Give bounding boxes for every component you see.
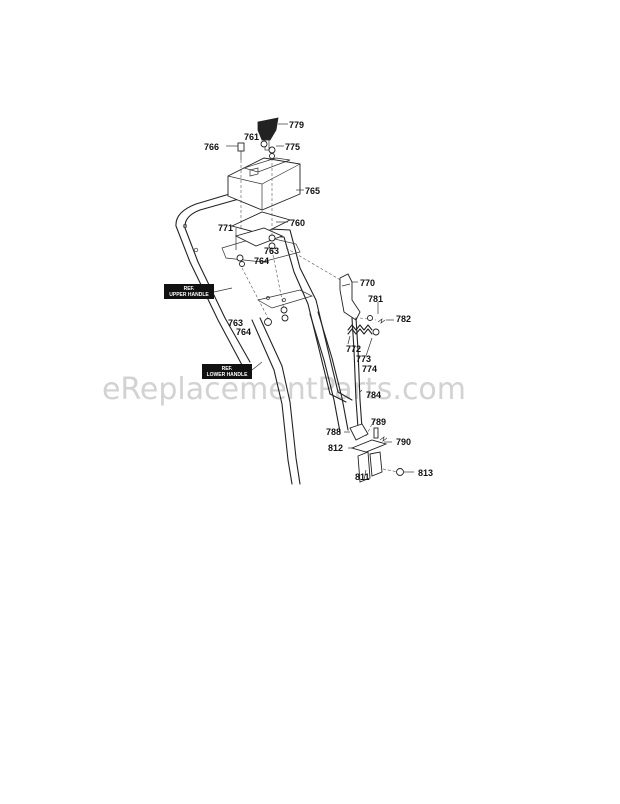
- leader-lines: [226, 123, 414, 481]
- callout-761: 761: [244, 132, 259, 142]
- callout-779: 779: [289, 120, 304, 130]
- callout-764-lower: 764: [236, 327, 251, 337]
- callout-782: 782: [396, 314, 411, 324]
- callout-763-upper: 763: [264, 246, 279, 256]
- callout-763-lower: 763: [228, 318, 243, 328]
- callout-766: 766: [204, 142, 219, 152]
- callout-774: 774: [362, 364, 377, 374]
- lower-handle: [251, 311, 349, 485]
- linkage: [349, 423, 404, 483]
- shift-knob: [257, 117, 279, 151]
- shift-lever: [339, 273, 361, 321]
- callout-784: 784: [366, 390, 381, 400]
- svg-text:UPPER HANDLE: UPPER HANDLE: [169, 292, 209, 298]
- bracket: [230, 211, 292, 267]
- callout-775: 775: [285, 142, 300, 152]
- callout-773: 773: [356, 354, 371, 364]
- callout-790: 790: [396, 437, 411, 447]
- ref-upper-handle-box: REF. UPPER HANDLE: [164, 284, 233, 299]
- callout-788: 788: [326, 427, 341, 437]
- callout-labels: 779 761 766 775 765 760 771 763 764 770 …: [204, 120, 433, 482]
- watermark: eReplacementParts.com: [102, 372, 466, 407]
- control-box: [227, 157, 301, 211]
- top-hardware: [237, 140, 276, 160]
- callout-772: 772: [346, 344, 361, 354]
- callout-771: 771: [218, 223, 233, 233]
- svg-text:REF.: REF.: [184, 286, 195, 292]
- callout-813: 813: [418, 468, 433, 478]
- shift-rod: [351, 317, 363, 429]
- ref-lower-handle-box: REF. LOWER HANDLE: [202, 361, 263, 379]
- callout-811: 811: [355, 472, 370, 482]
- callout-770: 770: [360, 278, 375, 288]
- callout-760: 760: [290, 218, 305, 228]
- callout-764-upper: 764: [254, 256, 269, 266]
- callout-765: 765: [305, 186, 320, 196]
- callout-781: 781: [368, 294, 383, 304]
- lower-hardware: [264, 306, 289, 326]
- callout-789: 789: [371, 417, 386, 427]
- svg-text:LOWER HANDLE: LOWER HANDLE: [207, 372, 248, 378]
- callout-812: 812: [328, 443, 343, 453]
- svg-text:REF.: REF.: [222, 366, 233, 372]
